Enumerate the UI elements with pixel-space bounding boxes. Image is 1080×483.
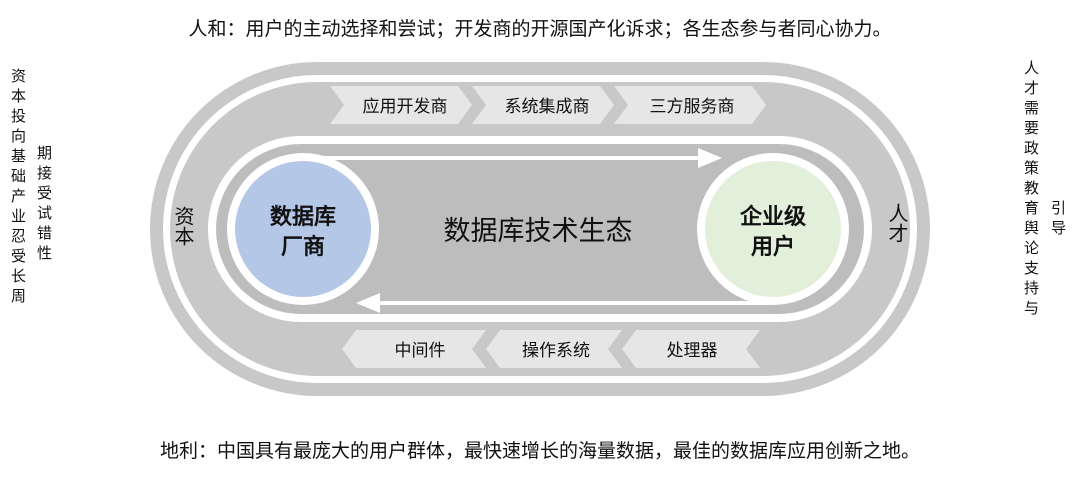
right-circle-enterprise-user xyxy=(705,161,841,297)
chevron-middleware xyxy=(342,330,486,368)
left-note-column-1: 资本投向基础产业忍受长周 xyxy=(9,68,27,308)
chevron-label-operating-system: 操作系统 xyxy=(522,341,590,361)
inner-track xyxy=(216,144,864,314)
left-note-column-2: 期接受试错性 xyxy=(35,145,53,265)
bottom-statement: 地利：中国具有最庞大的用户群体，最快速增长的海量数据，最佳的数据库应用创新之地。 xyxy=(159,440,920,462)
chevron-processor xyxy=(622,330,760,368)
loop-label-talent: 人才 xyxy=(885,203,909,243)
left-circle-label-line2: 厂商 xyxy=(281,234,325,260)
right-note-column-2: 引导 xyxy=(1049,200,1067,240)
chevron-label-system-integrator: 系统集成商 xyxy=(505,97,590,117)
left-circle-database-vendor xyxy=(235,161,371,297)
center-title: 数据库技术生态 xyxy=(444,216,633,247)
flow-arrow-right-head xyxy=(698,148,722,168)
top-statement: 人和：用户的主动选择和尝试；开发商的开源国产化诉求；各生态参与者同心协力。 xyxy=(188,18,892,40)
chevron-app-developer xyxy=(330,86,472,124)
chevron-system-integrator xyxy=(472,86,614,124)
chevron-third-party-service xyxy=(614,86,766,124)
chevron-label-middleware: 中间件 xyxy=(395,341,446,361)
loop-label-capital: 资本 xyxy=(171,206,195,246)
chevron-label-app-developer: 应用开发商 xyxy=(363,97,448,117)
right-circle-label-line2: 用户 xyxy=(751,234,795,260)
chevron-label-processor: 处理器 xyxy=(667,341,718,361)
right-circle-label-line1: 企业级 xyxy=(739,204,806,230)
left-circle-label-line1: 数据库 xyxy=(270,204,336,230)
right-note-column-1: 人才需要政策教育舆论支持与 xyxy=(1022,60,1040,320)
chevron-operating-system xyxy=(486,330,622,368)
chevron-label-third-party-service: 三方服务商 xyxy=(650,97,735,117)
flow-arrow-left-head xyxy=(356,293,380,313)
